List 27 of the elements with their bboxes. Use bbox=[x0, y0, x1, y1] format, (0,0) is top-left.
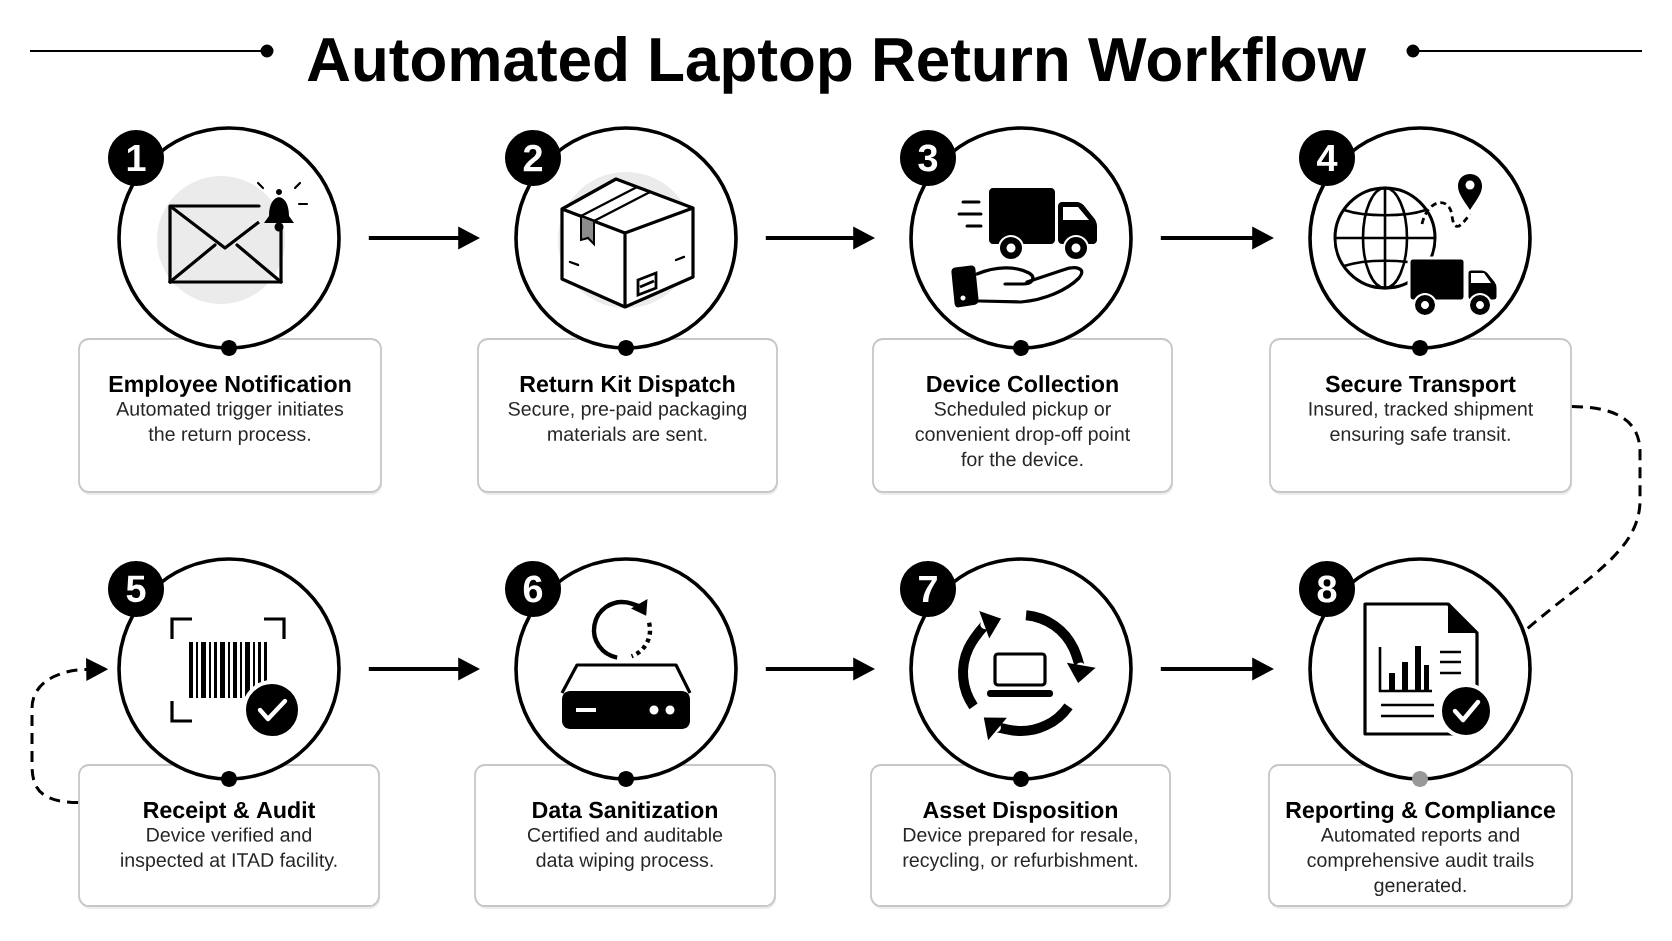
number-badge: 8 bbox=[1299, 561, 1355, 617]
card-description: Automated trigger initiates the return process. bbox=[116, 401, 344, 445]
number-badge: 6 bbox=[505, 561, 561, 617]
card-title: Asset Disposition bbox=[923, 801, 1117, 823]
number-badge: 5 bbox=[108, 561, 164, 617]
card-description: Scheduled pickup or convenient drop-off point for the device. bbox=[915, 401, 1130, 467]
card-description: Secure, pre-paid packaging materials are sent. bbox=[508, 401, 747, 441]
dashed-line bbox=[1524, 405, 1642, 632]
card-description: Device prepared for resale, recycling, or refurbishment. bbox=[903, 827, 1137, 871]
number-badge: 7 bbox=[900, 561, 956, 617]
title: Automated Laptop Return Workflow bbox=[307, 36, 1367, 94]
card-title: Receipt & Audit bbox=[144, 801, 316, 823]
number-badge: 4 bbox=[1299, 130, 1355, 186]
number-badge: 1 bbox=[108, 130, 164, 186]
card-description: Insured, tracked shipment ensuring safe transit. bbox=[1309, 401, 1534, 445]
icon-circle bbox=[909, 557, 1133, 781]
card-title: Employee Notification bbox=[109, 375, 351, 397]
card-title: Secure Transport bbox=[1325, 375, 1516, 397]
card-title: Return Kit Dispatch bbox=[520, 375, 735, 397]
card-description: Automated reports and comprehensive audit trails generated. bbox=[1307, 827, 1534, 897]
card-description: Device verified and inspected at ITAD facility. bbox=[121, 827, 337, 871]
card-description: Certified and auditable data wiping process. bbox=[527, 827, 723, 871]
number-badge: 2 bbox=[505, 130, 561, 186]
card-title: Device Collection bbox=[927, 375, 1118, 393]
card-title: Data Sanitization bbox=[533, 801, 717, 819]
number-badge: 3 bbox=[900, 130, 956, 186]
card-title: Reporting & Compliance bbox=[1286, 801, 1556, 823]
